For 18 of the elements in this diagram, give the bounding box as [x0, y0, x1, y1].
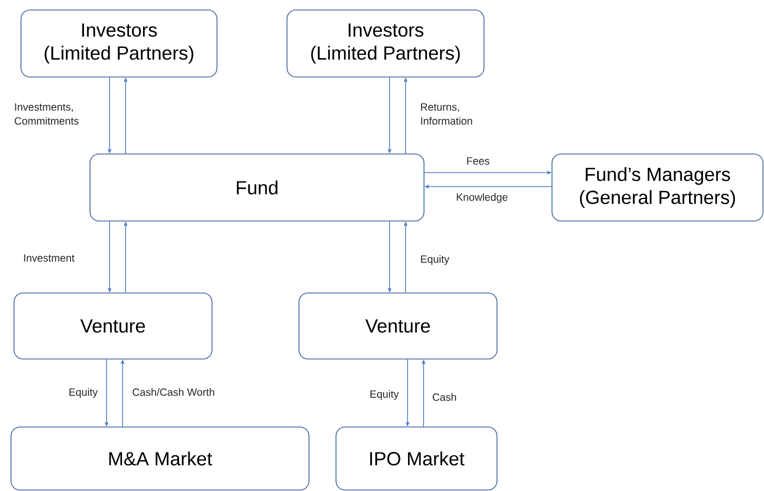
edge-label: Returns, Information: [421, 103, 472, 125]
process-box: Investors (Limited Partners): [20, 10, 218, 78]
process-box: Fund: [90, 154, 424, 222]
edge-label: Knowledge: [456, 193, 508, 203]
process-box: Fund’s Managers (General Partners): [552, 154, 764, 222]
edge-label: Cash: [432, 393, 456, 401]
edge-label: Equity: [69, 388, 98, 398]
process-box: Venture: [14, 292, 212, 360]
edge-label: Investments, Commitments: [14, 103, 79, 125]
edge-label: Equity: [370, 390, 399, 400]
process-box: IPO Market: [336, 426, 498, 490]
edge-label: Equity: [421, 255, 450, 265]
process-box: M&A Market: [10, 426, 310, 490]
process-box: Investors (Limited Partners): [286, 10, 484, 78]
edge-label: Fees: [467, 157, 490, 165]
process-box: Venture: [298, 292, 498, 360]
edge-label: Cash/Cash Worth: [132, 388, 214, 396]
edge-label: Investment: [24, 254, 74, 262]
